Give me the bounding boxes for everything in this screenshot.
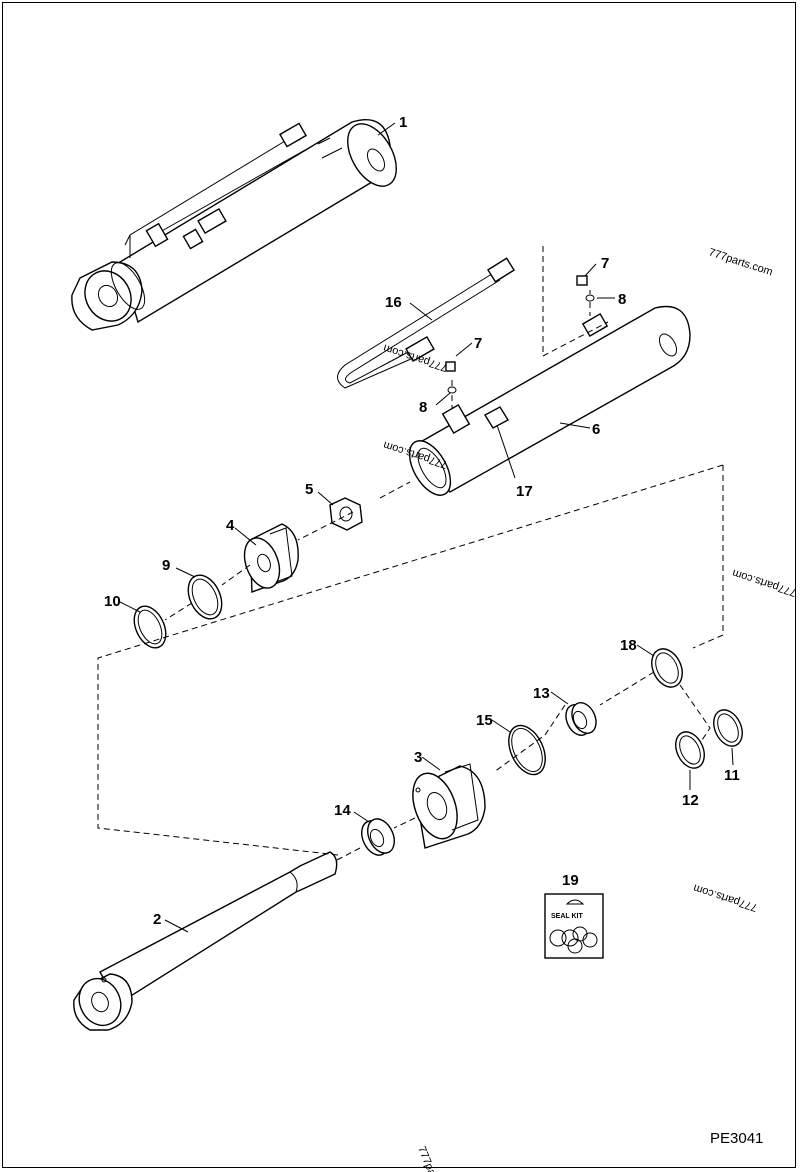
callout-4: 4 (226, 517, 235, 534)
callout-7-lower: 7 (474, 335, 482, 352)
callout-11: 11 (724, 767, 740, 784)
part-16-hydraulic-tube[interactable] (337, 257, 516, 389)
callout-16: 16 (385, 294, 402, 311)
callout-15: 15 (476, 712, 493, 729)
part-10-piston-seal[interactable] (128, 601, 172, 653)
callout-5: 5 (305, 481, 313, 498)
part-6-cylinder-barrel[interactable] (401, 305, 691, 502)
callout-13: 13 (533, 685, 550, 702)
callout-6: 6 (592, 421, 600, 438)
seal-kit-label: SEAL KIT (551, 913, 583, 920)
diagram-code: PE3041 (710, 1130, 763, 1147)
callout-10: 10 (104, 593, 121, 610)
watermark-4: 777parts.com (731, 567, 798, 599)
callout-8-lower: 8 (419, 399, 427, 416)
callout-2: 2 (153, 911, 161, 928)
part-15-ring[interactable] (502, 720, 553, 781)
part-17-clip[interactable] (484, 406, 509, 429)
callout-leader-lines (119, 122, 734, 933)
part-7-upper-fitting[interactable] (576, 275, 588, 286)
part-2-piston-rod[interactable] (72, 851, 338, 1032)
callout-17: 17 (516, 483, 533, 500)
watermark-6: 777parts (415, 1145, 442, 1172)
part-14-seal[interactable] (357, 815, 400, 860)
part-3-gland[interactable] (405, 763, 486, 849)
callout-18: 18 (620, 637, 637, 654)
callout-1: 1 (399, 114, 407, 131)
callout-3: 3 (414, 749, 422, 766)
callout-7-upper: 7 (601, 255, 609, 272)
part-8-upper-oring[interactable] (585, 294, 595, 302)
part-9-piston-ring[interactable] (182, 570, 229, 624)
callout-14: 14 (334, 802, 351, 819)
part-4-piston[interactable] (238, 523, 299, 593)
callout-8-upper: 8 (618, 291, 626, 308)
callout-9: 9 (162, 557, 170, 574)
callout-12: 12 (682, 792, 699, 809)
part-1-cylinder-assembly[interactable] (71, 116, 406, 331)
watermark-5: 777parts.com (692, 882, 759, 914)
assembly-dashed-lines (97, 246, 724, 861)
part-13-wiper[interactable] (561, 699, 600, 739)
part-11-ring[interactable] (708, 705, 748, 750)
part-8-lower-oring[interactable] (447, 386, 457, 394)
watermark-1: 777parts.com (707, 246, 774, 278)
part-18-ring[interactable] (646, 644, 688, 692)
callout-labels: 1 2 3 4 5 6 7 8 7 8 9 10 11 12 13 14 15 … (104, 114, 740, 928)
part-19-seal-kit[interactable]: SEAL KIT (544, 893, 604, 959)
callout-19: 19 (562, 872, 579, 889)
part-5-nut[interactable] (329, 497, 363, 531)
part-7-lower-fitting[interactable] (445, 361, 456, 372)
part-12-ring[interactable] (670, 727, 710, 772)
